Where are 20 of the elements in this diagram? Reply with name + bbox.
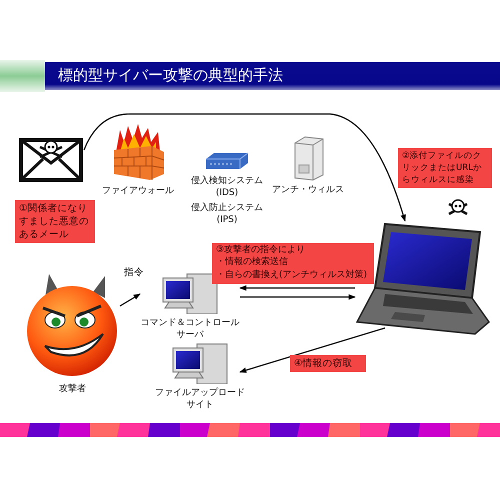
callout-note: ・情報の検索送信 xyxy=(212,256,374,269)
node-label: ファイルアップロードサイト xyxy=(154,387,246,411)
arrow xyxy=(240,294,356,300)
node-label: 攻撃者 xyxy=(59,383,86,395)
arrow xyxy=(239,285,355,291)
callout-note: ①関係者になりすました悪意のあるメール xyxy=(15,200,95,243)
node-label: 侵入防止システム(IPS) xyxy=(190,202,264,226)
arrow xyxy=(120,293,141,307)
arrow xyxy=(83,113,406,222)
title: 標的型サイバー攻撃の典型的手法 xyxy=(58,65,283,86)
node-label: コマンド＆コントロールサーバ xyxy=(140,317,240,341)
callout-note: ・自らの書換え(アンチウィルス対策) xyxy=(212,269,374,284)
node-label: アンチ・ウィルス xyxy=(272,184,344,196)
edge-label: 指令 xyxy=(123,266,145,279)
node-label: ファイアウォール xyxy=(102,185,174,197)
callout-note: ②添付ファイルのクリックまたはURLからウィルスに感染 xyxy=(398,148,492,188)
node-label: 侵入検知システム(IDS) xyxy=(190,175,264,199)
callout-note: ④情報の窃取 xyxy=(290,355,366,372)
arrow xyxy=(239,327,386,373)
callout-note: ③攻撃者の指令により xyxy=(212,243,374,256)
